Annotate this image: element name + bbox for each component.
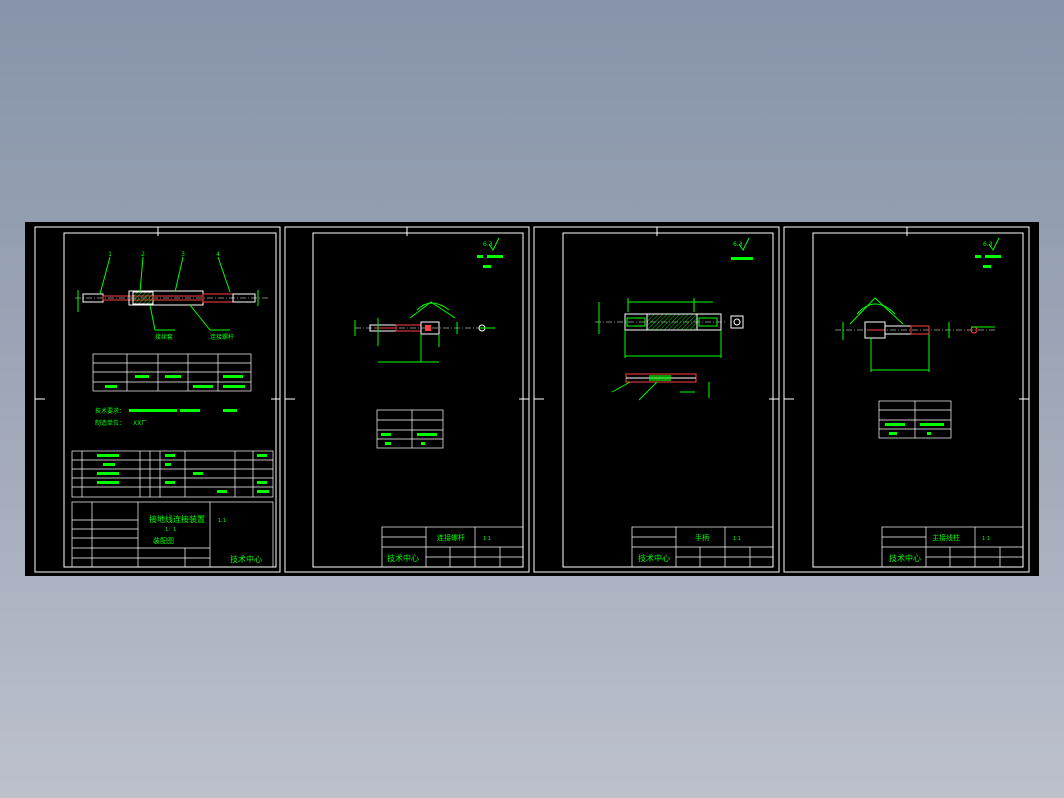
callout-connector-sleeve: 接续套 (155, 333, 173, 341)
bill-of-materials (71, 450, 274, 498)
title-block (881, 526, 1024, 568)
title-block-ratio: 1:1 (982, 536, 990, 542)
title-block-company: 技术中心 (230, 554, 262, 564)
title-block (71, 501, 274, 568)
roughness-symbol: 6.3 (733, 241, 743, 248)
title-block-part-name: 主接线柱 (932, 533, 960, 542)
balloon-2: 2 (141, 251, 145, 258)
roughness-mark (738, 237, 750, 251)
balloon-4: 4 (216, 251, 220, 258)
tech-requirements-text (129, 409, 237, 412)
roughness-symbol: 6.3 (483, 241, 493, 248)
title-block-part-name: 连接螺杆 (437, 533, 465, 542)
roughness-mark (988, 237, 1000, 251)
sheet-inner-frame (312, 232, 524, 568)
maker-value: XX厂 (133, 420, 147, 427)
parameter-table (878, 400, 952, 439)
title-block-drawing-type: 装配图 (153, 536, 174, 545)
parameter-table (376, 409, 444, 449)
title-block-subtitle: 1：1 (165, 527, 176, 533)
balloon-3: 3 (181, 251, 185, 258)
part-view (835, 297, 995, 372)
maker-label: 制造单位： (95, 419, 125, 427)
title-block (381, 526, 524, 568)
title-block-part-name: 手柄 (695, 533, 709, 542)
bill-of-materials-content (97, 454, 269, 493)
cad-model-viewport[interactable]: 1 2 3 4 接续套 连接螺杆 技术要求： (25, 222, 1039, 576)
title-block-ratio: 1:1 (218, 518, 226, 524)
part-view (595, 298, 744, 401)
parameter-table (92, 353, 252, 392)
parameter-table-content (105, 375, 245, 388)
sheet-outer-frame (284, 226, 530, 573)
roughness-note (731, 257, 753, 260)
sheet-inner-frame (812, 232, 1024, 568)
title-block-title: 接地线连接装置 (149, 514, 205, 524)
parameter-table-content (885, 423, 944, 435)
sheet-part-3[interactable]: 6.3 (533, 226, 780, 573)
roughness-note (975, 255, 1001, 268)
title-block-company: 技术中心 (387, 553, 419, 563)
sheet-assembly[interactable]: 1 2 3 4 接续套 连接螺杆 技术要求： (34, 226, 281, 573)
assembly-view (75, 256, 270, 331)
callout-connecting-bolt: 连接螺杆 (210, 333, 234, 341)
drawing-canvas: 1 2 3 4 接续套 连接螺杆 技术要求： (34, 226, 1030, 573)
tech-requirements-label: 技术要求： (95, 407, 125, 415)
roughness-note (477, 255, 503, 268)
sheet-inner-frame (562, 232, 774, 568)
sheet-part-4[interactable]: 6.3 (783, 226, 1030, 573)
balloon-1: 1 (108, 251, 112, 258)
title-block-company: 技术中心 (889, 553, 921, 563)
title-block-ratio: 1:1 (483, 536, 491, 542)
title-block-ratio: 1:1 (733, 536, 741, 542)
sheet-outer-frame (533, 226, 780, 573)
sheet-outer-frame (783, 226, 1030, 573)
roughness-symbol: 6.3 (983, 241, 993, 248)
title-block-company: 技术中心 (638, 553, 670, 563)
roughness-mark (488, 237, 500, 251)
title-block (631, 526, 774, 568)
parameter-table-content (381, 433, 437, 445)
part-view (354, 301, 495, 363)
sheet-part-2[interactable]: 6.3 (284, 226, 530, 573)
